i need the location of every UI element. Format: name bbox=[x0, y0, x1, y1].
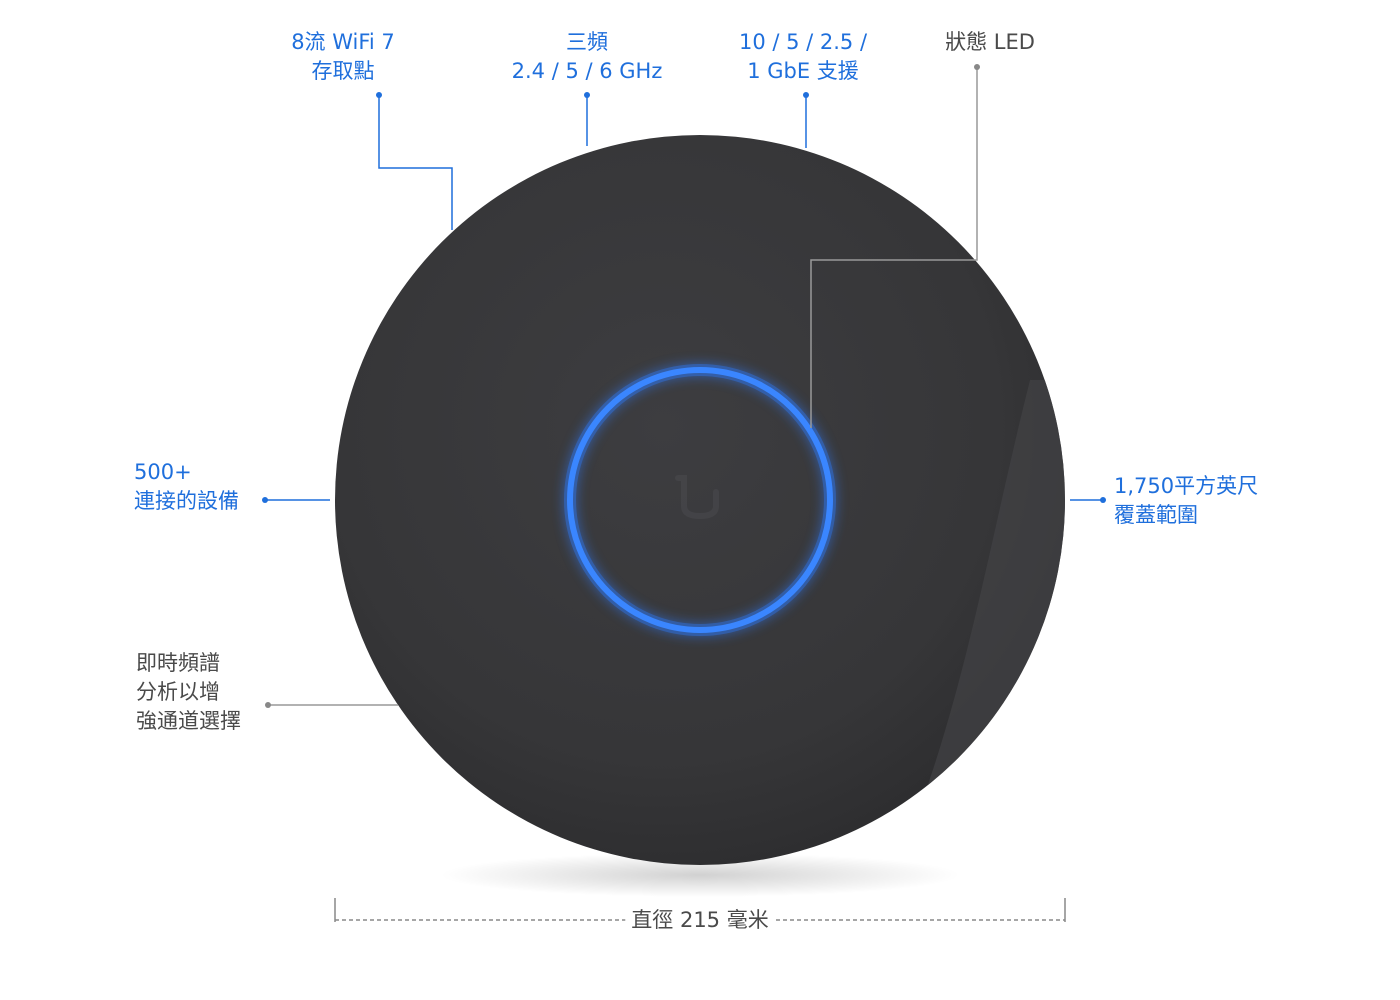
callout-status-led: 狀態 LED bbox=[945, 28, 1035, 57]
callout-line: 分析以增 bbox=[136, 680, 220, 704]
callout-wifi-streams: 8流 WiFi 7 存取點 bbox=[291, 28, 395, 86]
callout-line: 連接的設備 bbox=[134, 489, 239, 513]
callout-line: 8流 WiFi 7 bbox=[291, 30, 395, 54]
callout-ethernet: 10 / 5 / 2.5 / 1 GbE 支援 bbox=[739, 28, 867, 86]
leader-line-spectrum bbox=[265, 702, 398, 708]
callout-line: 強通道選擇 bbox=[136, 709, 241, 733]
callout-line: 即時頻譜 bbox=[136, 651, 220, 675]
callout-line: 1 GbE 支援 bbox=[747, 59, 859, 83]
callout-line: 10 / 5 / 2.5 / bbox=[738, 30, 868, 54]
callout-line: 存取點 bbox=[311, 59, 375, 83]
device-shadow bbox=[440, 853, 960, 897]
callout-spectrum: 即時頻譜 分析以增 強通道選擇 bbox=[136, 649, 241, 736]
callout-line: 狀態 LED bbox=[945, 30, 1035, 54]
device-body bbox=[335, 135, 1065, 865]
dimension-label: 直徑 215 毫米 bbox=[625, 906, 775, 935]
leader-line-devices bbox=[262, 497, 330, 503]
callout-line: 三頻 bbox=[565, 30, 608, 54]
callout-line: 覆蓋範圍 bbox=[1114, 503, 1198, 527]
callout-tri-band: 三頻 2.4 / 5 / 6 GHz bbox=[512, 28, 663, 86]
leader-line-wifi bbox=[376, 92, 453, 230]
callout-coverage: 1,750平方英尺 覆蓋範圍 bbox=[1114, 472, 1258, 530]
led-ring bbox=[567, 367, 833, 633]
ubiquiti-u-logo-icon bbox=[675, 475, 719, 520]
callout-line: 1,750平方英尺 bbox=[1114, 474, 1259, 498]
callout-line: 500+ bbox=[134, 460, 192, 484]
leader-line-status-led bbox=[810, 64, 980, 428]
leader-line-triband bbox=[584, 92, 590, 146]
callout-line: 2.4 / 5 / 6 GHz bbox=[511, 59, 663, 83]
leader-line-coverage bbox=[1070, 497, 1106, 503]
leader-line-ethernet bbox=[803, 92, 809, 148]
callout-devices: 500+ 連接的設備 bbox=[134, 458, 239, 516]
